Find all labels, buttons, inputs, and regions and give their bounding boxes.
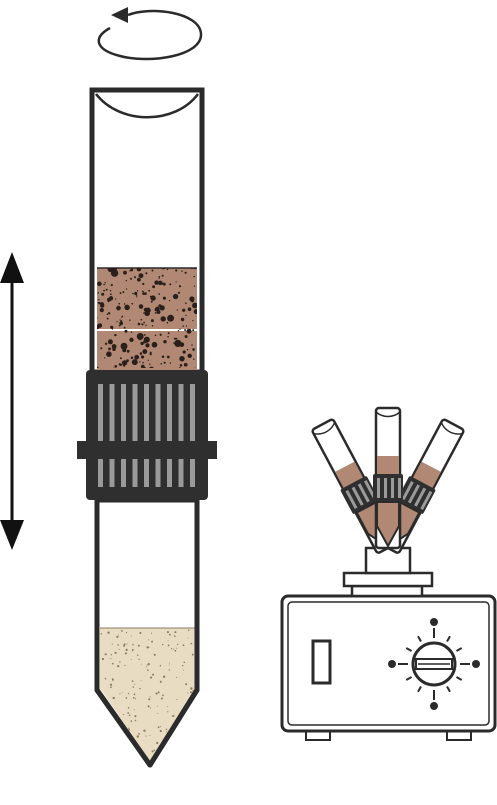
soil-sample [97, 267, 197, 370]
mixer-tube-center [373, 406, 403, 550]
filter-collar [77, 370, 217, 500]
tube-rim [95, 93, 200, 119]
mixer-platform [342, 571, 434, 588]
rotate-arrow-icon [97, 7, 203, 61]
power-switch [311, 639, 332, 685]
mixer-cup [364, 546, 412, 575]
mixer-platform-base [350, 584, 424, 598]
dial-knob-icon [388, 618, 480, 710]
filtrate-liquid [100, 627, 195, 762]
mixer-body-inner [287, 601, 490, 726]
double-headed-arrow-icon [0, 252, 24, 550]
centrifuge-tube [77, 87, 217, 768]
vortex-mixer [280, 406, 497, 741]
mixer-tubes [311, 406, 465, 554]
